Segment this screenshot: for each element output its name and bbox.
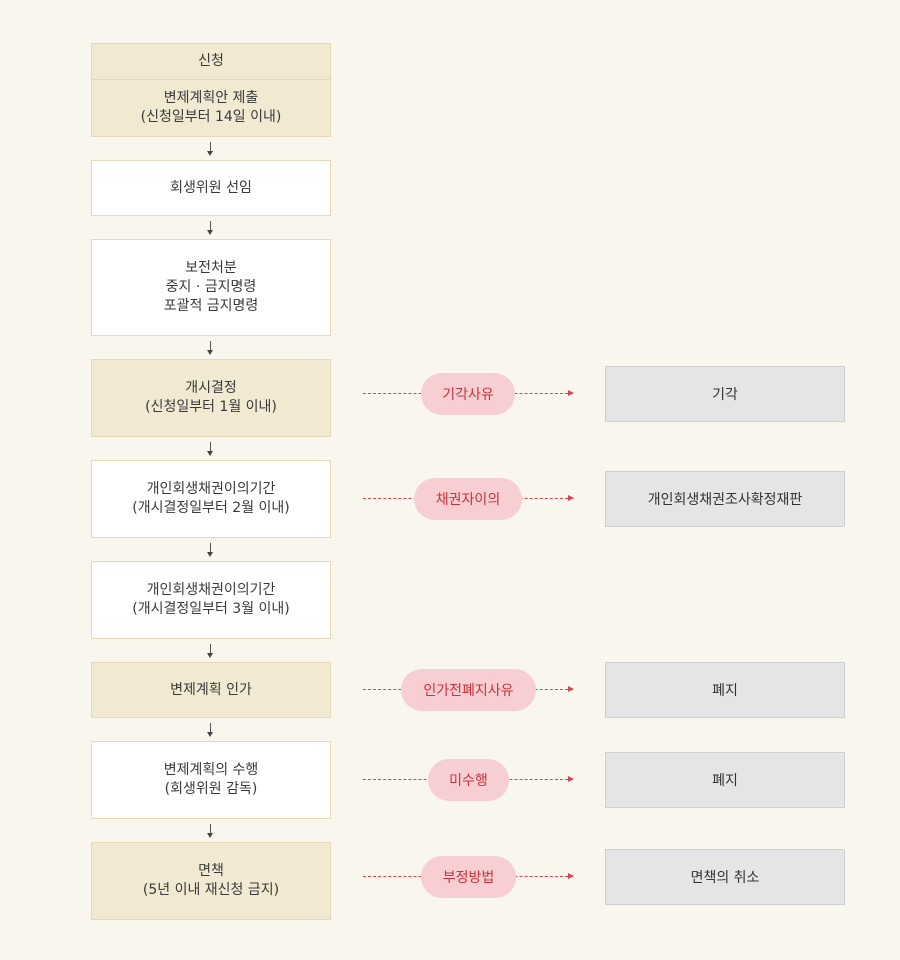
step-objection2-line-2: (개시결정일부터 3월 이내)	[132, 601, 290, 617]
step-approval-line-1: 변제계획 인가	[170, 681, 252, 698]
result-box-abolition-2: 폐지	[605, 752, 845, 808]
step-commencement-line-2: (신청일부터 1월 이내)	[145, 399, 277, 415]
step-application-body: 변제계획안 제출 (신청일부터 14일 이내)	[92, 80, 330, 136]
step-plan-approval: 변제계획 인가	[91, 662, 331, 718]
step-preservation-order: 보전처분 중지 · 금지명령 포괄적 금지명령	[91, 239, 331, 336]
step-objection-period-1: 개인회생채권이의기간 (개시결정일부터 2월 이내)	[91, 460, 331, 538]
reason-pill-non-performance: 미수행	[428, 759, 509, 801]
step-objection1-line-1: 개인회생채권이의기간	[146, 481, 276, 497]
arrowhead-icon	[568, 873, 574, 879]
arrowhead-icon	[568, 686, 574, 692]
step-objection-period-2: 개인회생채권이의기간 (개시결정일부터 3월 이내)	[91, 561, 331, 639]
step-objection1-line-2: (개시결정일부터 2월 이내)	[132, 500, 290, 516]
arrowhead-icon	[568, 390, 574, 396]
result-box-dismissal: 기각	[605, 366, 845, 422]
result-box-abolition-1: 폐지	[605, 662, 845, 718]
branch-pre-approval-abolition-connector: 인가전폐지사유	[363, 668, 575, 712]
step-trustee-line-1: 회생위원 선임	[170, 179, 252, 196]
step-commencement-line-1: 개시결정	[185, 380, 237, 396]
branch-creditor-objection-connector: 채권자이의	[363, 477, 575, 521]
step-plan-execution: 변제계획의 수행 (회생위원 감독)	[91, 741, 331, 819]
step-preservation-line-3: 포괄적 금지명령	[163, 298, 259, 314]
branch-non-performance-connector: 미수행	[363, 758, 575, 802]
step-discharge: 면책 (5년 이내 재신청 금지)	[91, 842, 331, 920]
step-objection2-line-1: 개인회생채권이의기간	[146, 582, 276, 598]
step-application: 신청 변제계획안 제출 (신청일부터 14일 이내)	[91, 43, 331, 137]
step-discharge-line-2: (5년 이내 재신청 금지)	[142, 882, 280, 898]
reason-pill-pre-approval-abolition: 인가전폐지사유	[401, 669, 536, 711]
step-trustee-appointment: 회생위원 선임	[91, 160, 331, 216]
arrowhead-icon	[568, 776, 574, 782]
reason-pill-creditor-objection: 채권자이의	[414, 478, 522, 520]
result-box-claim-determination: 개인회생채권조사확정재판	[605, 471, 845, 527]
branch-fraudulent-means-connector: 부정방법	[363, 855, 575, 899]
step-application-line-2: (신청일부터 14일 이내)	[140, 109, 282, 125]
step-execution-line-2: (회생위원 감독)	[164, 781, 258, 797]
result-box-discharge-revocation: 면책의 취소	[605, 849, 845, 905]
step-application-title: 신청	[92, 44, 330, 80]
step-execution-line-1: 변제계획의 수행	[163, 762, 259, 778]
step-application-title-text: 신청	[198, 53, 224, 69]
step-commencement-decision: 개시결정 (신청일부터 1월 이내)	[91, 359, 331, 437]
step-application-line-1: 변제계획안 제출	[163, 90, 259, 106]
reason-pill-fraudulent-means: 부정방법	[421, 856, 516, 898]
branch-dismissal-connector: 기각사유	[363, 372, 575, 416]
step-preservation-line-2: 중지 · 금지명령	[165, 279, 257, 295]
reason-pill-dismissal: 기각사유	[421, 373, 515, 415]
step-discharge-line-1: 면책	[198, 863, 224, 879]
step-preservation-line-1: 보전처분	[185, 260, 237, 276]
arrowhead-icon	[568, 495, 574, 501]
